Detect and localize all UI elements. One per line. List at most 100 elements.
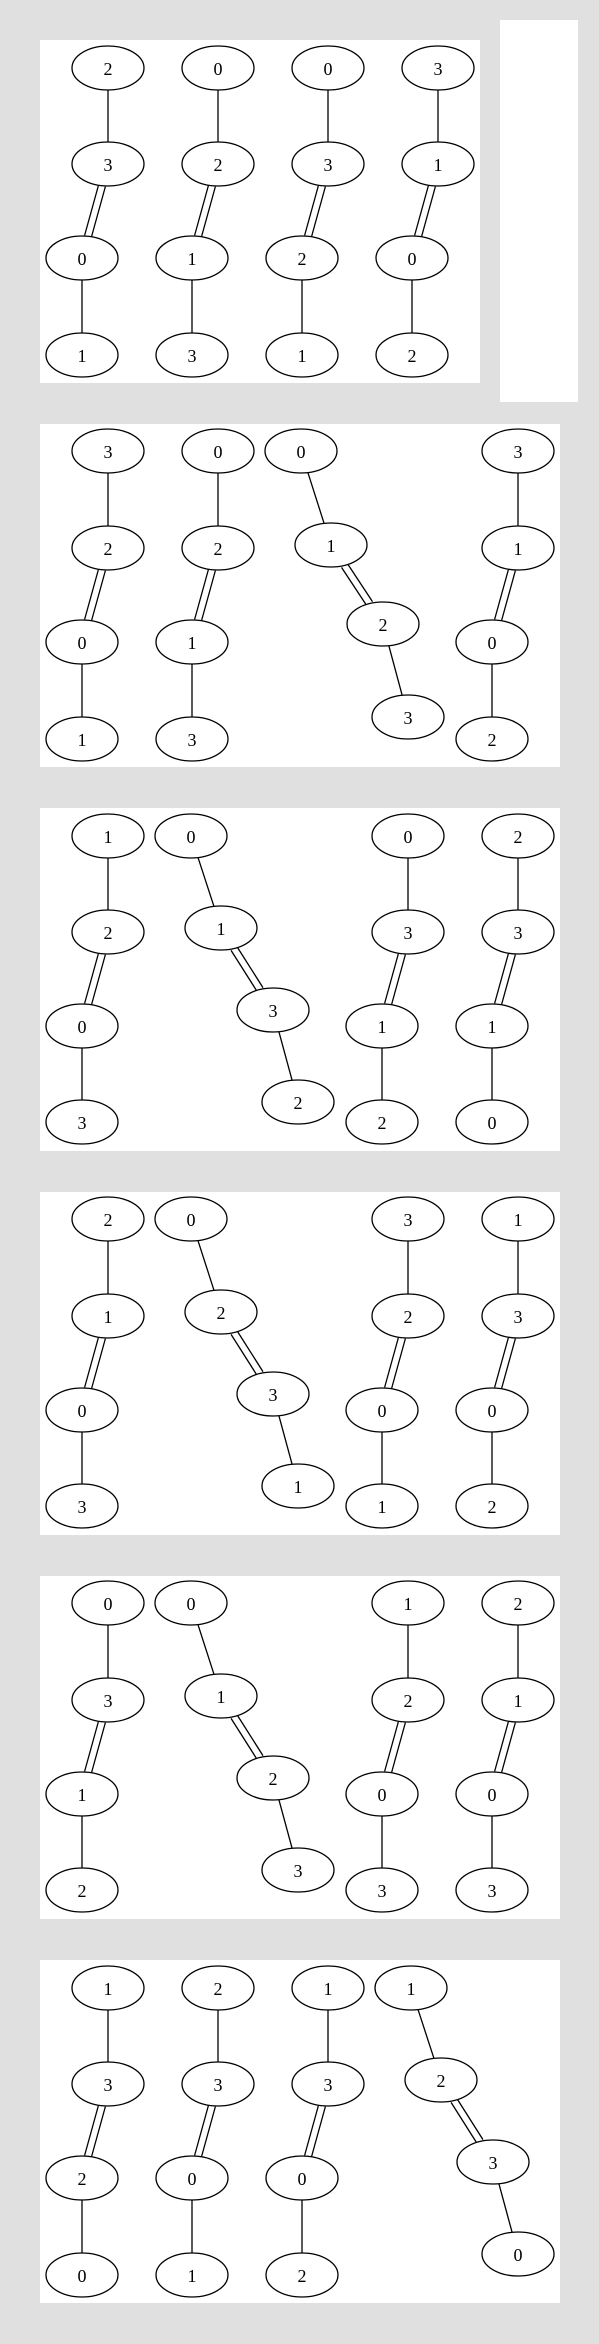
node-ellipse [375,235,449,281]
node-ellipse [181,525,255,571]
node-ellipse [261,1847,335,1893]
graph-node: 1 [71,1965,145,2011]
graph-node: 0 [455,1771,529,1817]
double-edge-line [230,1718,258,1760]
graph-node: 0 [265,2155,339,2201]
node-label: 0 [187,827,196,847]
node-label: 3 [78,1113,87,1133]
double-edge-line [84,2104,100,2156]
double-edge-line [84,1336,100,1388]
node-ellipse [71,428,145,474]
node-ellipse [45,332,119,378]
edge-line [498,2183,513,2233]
node-ellipse [184,1289,258,1335]
double-edge-line [90,954,106,1006]
graph-node: 3 [261,1847,335,1893]
node-label: 3 [404,708,413,728]
node-label: 0 [408,249,417,269]
node-ellipse [184,1673,258,1719]
node-label: 2 [294,1093,303,1113]
node-ellipse [181,428,255,474]
node-label: 3 [104,155,113,175]
double-edge-line [90,1338,106,1390]
panel-background [40,40,480,383]
double-edge-line [194,2104,210,2156]
double-edge-line [384,1720,400,1772]
edge-line [307,472,325,524]
node-label: 1 [378,1497,387,1517]
node-ellipse [481,525,555,571]
double-edge-line [500,1722,516,1774]
node-label: 2 [514,1594,523,1614]
node-label: 3 [104,2075,113,2095]
node-ellipse [71,1965,145,2011]
node-ellipse [236,987,310,1033]
node-ellipse [71,1677,145,1723]
graph-node: 2 [455,716,529,762]
graph-node: 1 [155,619,229,665]
node-label: 1 [404,1594,413,1614]
graph-node: 0 [481,2231,555,2277]
node-ellipse [154,1196,228,1242]
graph-node: 1 [261,1463,335,1509]
node-ellipse [45,235,119,281]
graph-node: 3 [45,1099,119,1145]
graph-node: 0 [154,1580,228,1626]
node-label: 0 [78,2266,87,2286]
double-edge-line [390,954,406,1006]
node-label: 2 [214,155,223,175]
graph-node: 1 [45,1771,119,1817]
node-ellipse [265,2155,339,2201]
node-ellipse [265,2252,339,2298]
graph-node: 1 [481,1196,555,1242]
node-ellipse [71,1196,145,1242]
panel-background [40,424,560,767]
graph-node: 2 [481,1580,555,1626]
node-ellipse [371,909,445,955]
double-edge-line [236,946,264,988]
node-label: 1 [78,346,87,366]
node-label: 0 [404,827,413,847]
node-ellipse [371,1196,445,1242]
graph-node: 3 [236,987,310,1033]
graph-node: 1 [155,2252,229,2298]
node-label: 1 [378,1017,387,1037]
node-label: 3 [514,1307,523,1327]
graph-node: 3 [401,45,475,91]
node-ellipse [291,45,365,91]
double-edge-line [90,2106,106,2158]
node-ellipse [155,235,229,281]
node-label: 0 [324,59,333,79]
node-ellipse [45,2252,119,2298]
node-label: 3 [489,2153,498,2173]
node-label: 2 [104,59,113,79]
node-ellipse [71,1580,145,1626]
node-ellipse [345,1099,419,1145]
node-label: 3 [104,442,113,462]
graph-node: 3 [455,1867,529,1913]
double-edge-line [456,2098,484,2140]
node-label: 2 [379,615,388,635]
graph-node: 2 [375,332,449,378]
double-edge-line [84,1720,100,1772]
node-label: 2 [408,346,417,366]
graph-node: 1 [455,1003,529,1049]
node-label: 1 [104,1979,113,1999]
node-label: 0 [488,633,497,653]
node-ellipse [455,1771,529,1817]
node-ellipse [155,332,229,378]
node-label: 1 [104,827,113,847]
double-edge-line [494,1720,510,1772]
graph-node: 3 [481,428,555,474]
node-ellipse [155,619,229,665]
node-ellipse [236,1755,310,1801]
node-ellipse [371,694,445,740]
